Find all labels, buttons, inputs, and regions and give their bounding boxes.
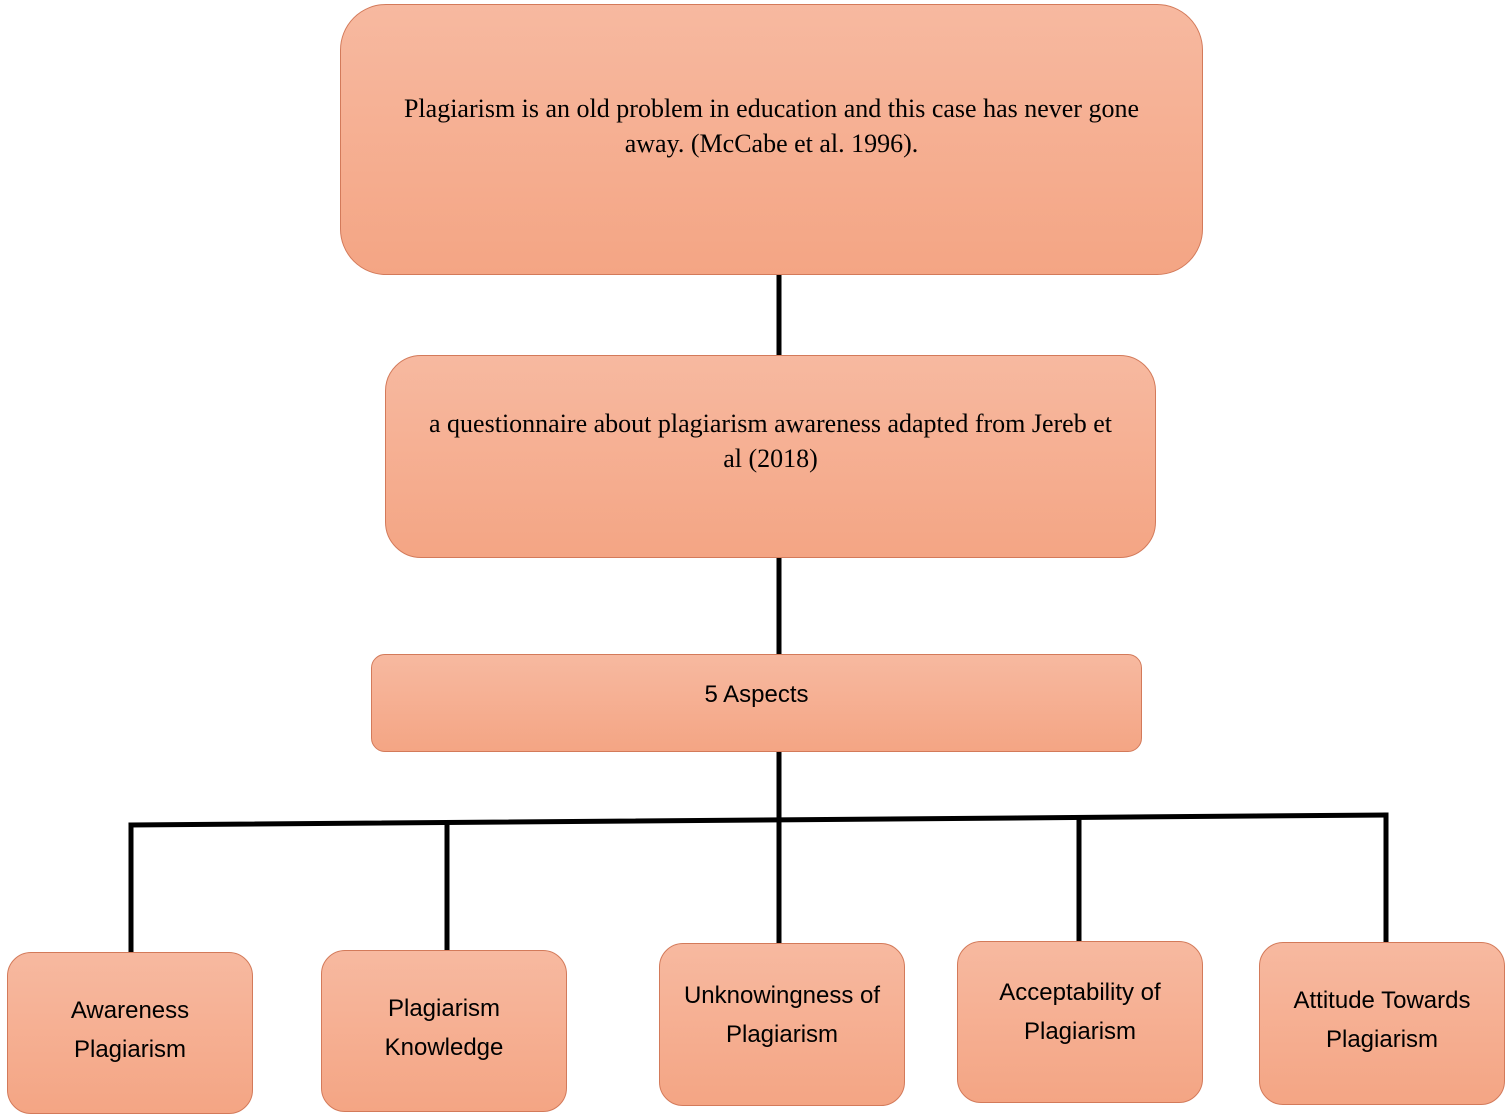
plagiarism-problem-box: Plagiarism is an old problem in educatio… xyxy=(340,4,1203,275)
aspect-plagiarism-knowledge-box: Plagiarism Knowledge xyxy=(321,950,567,1112)
aspect-unknowingness-box: Unknowingness of Plagiarism xyxy=(659,943,905,1106)
five-aspects-box: 5 Aspects xyxy=(371,654,1142,752)
aspect-label: Awareness Plagiarism xyxy=(70,997,190,1063)
questionnaire-text: a questionnaire about plagiarism awarene… xyxy=(429,409,1112,473)
aspect-label: Acceptability of Plagiarism xyxy=(999,979,1161,1045)
five-aspects-label: 5 Aspects xyxy=(704,681,809,708)
aspect-label: Unknowingness of Plagiarism xyxy=(683,981,881,1048)
aspect-acceptability-box: Acceptability of Plagiarism xyxy=(957,941,1203,1103)
aspect-awareness-plagiarism-box: Awareness Plagiarism xyxy=(7,952,253,1114)
questionnaire-box: a questionnaire about plagiarism awarene… xyxy=(385,355,1156,558)
aspect-label: Plagiarism Knowledge xyxy=(384,995,504,1061)
aspect-label: Attitude Towards Plagiarism xyxy=(1293,986,1471,1053)
aspect-attitude-box: Attitude Towards Plagiarism xyxy=(1259,942,1505,1105)
plagiarism-problem-text: Plagiarism is an old problem in educatio… xyxy=(403,94,1140,158)
connector-horizontal-bar xyxy=(128,812,1389,828)
